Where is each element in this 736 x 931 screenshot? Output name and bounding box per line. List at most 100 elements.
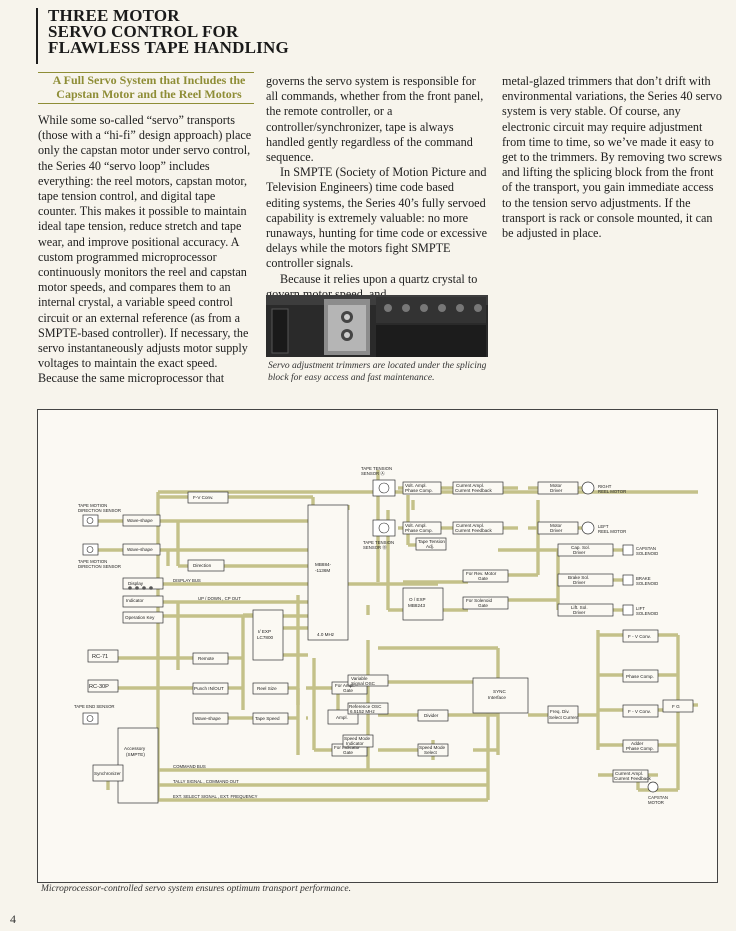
block-label: Current Feedback bbox=[455, 488, 492, 493]
title-line-1: THREE MOTOR bbox=[48, 6, 180, 25]
trimmer-photo bbox=[266, 295, 488, 357]
output-label: SOLENOID bbox=[636, 551, 658, 556]
block-label: O / EXP bbox=[409, 597, 426, 602]
block-label: Signal OSC bbox=[351, 681, 376, 686]
block-label: Driver bbox=[550, 488, 563, 493]
block-label: Operation Key bbox=[125, 615, 155, 620]
block-label: Punch IN/OUT bbox=[194, 686, 224, 691]
block-label: Divider bbox=[424, 713, 439, 718]
bus-label: TALLY SIGNAL , COMMAND OUT bbox=[173, 779, 239, 784]
block-label: Select Current bbox=[549, 715, 579, 720]
sensor-label: SENSOR Ⓑ bbox=[363, 544, 387, 551]
block-label: Current Feedback bbox=[614, 776, 651, 781]
block-label: Display bbox=[128, 581, 144, 586]
bus-label: DISPLAY BUS bbox=[173, 578, 201, 583]
block-label: Adj. bbox=[426, 544, 434, 549]
block-label: Remote bbox=[198, 656, 215, 661]
output-label: MOTOR bbox=[648, 800, 664, 805]
block-label: Direction bbox=[193, 563, 212, 568]
block-label: Tape Tension bbox=[418, 539, 445, 544]
page-number: 4 bbox=[10, 912, 16, 926]
bus-label: UP / DOWN , CP OUT bbox=[198, 596, 241, 601]
title-line-2: SERVO CONTROL FOR bbox=[48, 22, 239, 41]
block-label: Phase Comp. bbox=[405, 488, 433, 493]
column-2-paragraph-2: In SMPTE (Society of Motion Picture and … bbox=[266, 165, 487, 271]
block-label: Wave-shape bbox=[127, 547, 153, 552]
block-label: I/ EXP bbox=[258, 629, 271, 634]
block-label: -1136M bbox=[315, 568, 330, 573]
output-label: RIGHT bbox=[598, 484, 612, 489]
photo-caption: Servo adjustment trimmers are located un… bbox=[268, 361, 487, 383]
block-label: Speed Mode bbox=[419, 745, 445, 750]
sensor-label: SENSOR Ⓐ bbox=[361, 470, 385, 477]
block-label: Wave-shape bbox=[195, 716, 221, 721]
block-label: Interface bbox=[488, 695, 506, 700]
block-label: For Rev. Motor bbox=[466, 571, 497, 576]
block-label: Speed Mode bbox=[344, 736, 370, 741]
block-label: Freq. Div. bbox=[550, 709, 570, 714]
block-label: Lift. Sol. bbox=[571, 605, 588, 610]
block-label: Current Ampl. bbox=[615, 771, 643, 776]
block-label: Driver bbox=[573, 610, 586, 615]
block-label: Cap. Sol. bbox=[571, 545, 590, 550]
diagram-boxes bbox=[87, 481, 694, 804]
page-title: THREE MOTOR SERVO CONTROL FOR FLAWLESS T… bbox=[36, 6, 306, 64]
block-label: RC-30P bbox=[89, 684, 109, 690]
block-label: F-V Conv. bbox=[193, 495, 213, 500]
subheading-line-1: A Full Servo System that Includes the bbox=[52, 73, 246, 87]
block-label: Current Feedback bbox=[455, 528, 492, 533]
output-label: SOLENOID bbox=[636, 611, 658, 616]
block-label: F - V Conv. bbox=[628, 709, 651, 714]
section-subheading: A Full Servo System that Includes the Ca… bbox=[38, 72, 254, 104]
sensor-label: TAPE END SENSOR bbox=[74, 704, 115, 709]
diagram-svg: TAPE MOTION DIRECTION SENSOR TAPE MOTION… bbox=[74, 466, 698, 805]
bus-label: COMMAND BUS bbox=[173, 764, 206, 769]
trimmer-photo-image bbox=[266, 295, 488, 357]
block-label: Synchronizer bbox=[94, 771, 121, 776]
block-label: Volt. Ampl. bbox=[405, 483, 427, 488]
block-label: Gate bbox=[478, 603, 488, 608]
block-label: LC7800 bbox=[257, 635, 274, 640]
block-label: Select bbox=[424, 750, 437, 755]
block-label: Ampl. bbox=[336, 715, 348, 720]
block-label: Indicator bbox=[346, 741, 364, 746]
block-label: Driver bbox=[550, 528, 563, 533]
output-label: CAPSTAN bbox=[636, 546, 656, 551]
block-label: Wave-shape bbox=[127, 518, 153, 523]
output-label: REEL MOTOR bbox=[598, 489, 626, 494]
column-1-paragraph: While some so-called “servo” transports … bbox=[38, 113, 252, 386]
block-label: Driver bbox=[573, 580, 586, 585]
block-label: (SMPTE) bbox=[126, 752, 145, 757]
sensor-label: TAPE MOTION bbox=[78, 559, 107, 564]
block-label: Gate bbox=[343, 750, 353, 755]
sensor-label: TAPE TENSION bbox=[363, 540, 394, 545]
block-label: Variable bbox=[351, 676, 368, 681]
block-label: Reel Size bbox=[257, 686, 277, 691]
text-column-1: A Full Servo System that Includes the Ca… bbox=[38, 72, 254, 387]
block-label: Gate bbox=[478, 576, 488, 581]
diagram-sensors bbox=[82, 479, 659, 793]
block-label: Adder bbox=[631, 741, 644, 746]
sensor-label: TAPE TENSION bbox=[361, 466, 392, 471]
diagram-caption: Microprocessor-controlled servo system e… bbox=[41, 884, 352, 894]
block-label: Driver bbox=[573, 550, 586, 555]
text-column-2: governs the servo system is responsible … bbox=[266, 74, 488, 302]
output-label: CAPSTAN bbox=[648, 795, 668, 800]
block-label: F G bbox=[672, 704, 680, 709]
diagram-wires bbox=[98, 470, 698, 802]
title-line-3: FLAWLESS TAPE HANDLING bbox=[48, 38, 289, 57]
sensor-label: TAPE MOTION bbox=[78, 503, 107, 508]
servo-block-diagram: TAPE MOTION DIRECTION SENSOR TAPE MOTION… bbox=[37, 409, 718, 883]
bus-label: EXT. SELECT SIGNAL , EXT. FREQUENCY bbox=[173, 794, 258, 799]
block-label: Accessory bbox=[124, 746, 146, 751]
block-label: For Solenoid bbox=[466, 598, 492, 603]
block-label: MB884- bbox=[315, 562, 332, 567]
block-label: For Ampl. bbox=[335, 683, 355, 688]
block-label: Reference OSC bbox=[349, 704, 382, 709]
block-label: F - V Conv. bbox=[628, 634, 651, 639]
block-label: 4.0 MHz bbox=[317, 632, 335, 637]
output-label: SOLENOID bbox=[636, 581, 658, 586]
block-label: Motor bbox=[550, 523, 562, 528]
sensor-label: DIRECTION SENSOR bbox=[78, 508, 121, 513]
